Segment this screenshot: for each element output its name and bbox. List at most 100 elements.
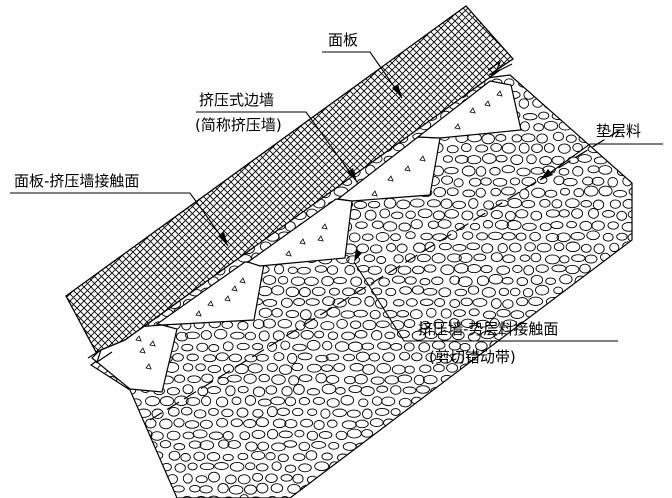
pebble: [347, 296, 362, 306]
pebble: [102, 222, 115, 232]
pebble: [271, 374, 286, 385]
pebble: [446, 187, 459, 197]
pebble: [614, 77, 628, 86]
pebble: [573, 452, 584, 462]
pebble: [216, 75, 227, 77]
pebble: [314, 330, 325, 339]
pebble: [539, 67, 550, 74]
pebble: [281, 385, 293, 397]
pebble: [199, 419, 213, 429]
pebble: [207, 386, 221, 395]
pebble: [559, 452, 575, 463]
pebble: [375, 407, 390, 416]
pebble: [266, 495, 278, 498]
pebble: [600, 408, 613, 416]
aggregate-mark: [299, 238, 306, 245]
pebble: [566, 287, 582, 297]
pebble: [306, 98, 317, 109]
pebble: [508, 376, 520, 386]
pebble: [549, 86, 564, 98]
pebble: [495, 134, 507, 142]
pebble: [460, 297, 473, 307]
pebble: [598, 185, 613, 197]
pebble: [516, 277, 529, 286]
pebble: [565, 241, 581, 253]
pebble: [77, 131, 87, 140]
pebble: [181, 101, 196, 111]
pebble: [117, 242, 130, 253]
pebble: [619, 88, 632, 99]
pebble: [552, 131, 564, 142]
pebble: [559, 427, 570, 439]
pebble: [103, 110, 117, 121]
pebble: [615, 473, 626, 484]
pebble: [357, 66, 368, 74]
pebble: [320, 364, 334, 372]
pebble: [628, 255, 632, 264]
pebble: [326, 306, 341, 318]
pebble: [609, 242, 620, 253]
pebble: [91, 99, 98, 109]
pebble: [335, 430, 348, 441]
pebble: [110, 409, 123, 418]
pebble: [286, 330, 300, 339]
pebble: [556, 406, 570, 416]
pebble: [425, 352, 437, 362]
pebble: [628, 186, 632, 197]
aggregate-mark: [317, 235, 324, 242]
pebble: [167, 406, 180, 417]
pebble: [325, 374, 340, 384]
pebble: [358, 398, 369, 408]
pebble: [601, 451, 615, 462]
pebble: [131, 482, 144, 494]
pebble: [91, 134, 103, 142]
pebble: [77, 353, 87, 362]
pebble: [157, 110, 171, 120]
pebble: [403, 319, 416, 328]
pebble: [367, 200, 381, 209]
pebble: [510, 310, 525, 319]
pebble: [174, 178, 188, 187]
pebble: [223, 364, 234, 374]
pebble: [195, 475, 208, 484]
pebble: [77, 68, 87, 75]
pebble: [398, 440, 413, 449]
pebble: [227, 155, 242, 167]
pebble: [117, 439, 133, 449]
pebble: [623, 331, 632, 343]
pebble: [551, 485, 566, 497]
pebble: [441, 175, 454, 185]
pebble: [452, 200, 466, 210]
pebble: [483, 418, 497, 430]
pebble: [559, 274, 573, 285]
pebble: [614, 409, 628, 418]
aggregate-mark: [321, 223, 328, 230]
pebble: [502, 299, 514, 309]
pebble: [326, 89, 339, 98]
pebble: [543, 120, 559, 131]
pebble: [481, 397, 496, 405]
pebble: [364, 475, 375, 483]
pebble: [362, 364, 376, 375]
pebble: [376, 320, 390, 328]
pebble: [124, 119, 136, 131]
pebble: [116, 88, 132, 100]
pebble: [530, 274, 544, 285]
pebble: [106, 483, 118, 494]
pebble: [420, 453, 433, 462]
pebble: [184, 420, 200, 429]
pebble: [495, 395, 509, 406]
pebble: [403, 342, 415, 352]
pebble: [157, 75, 172, 76]
pebble: [113, 121, 124, 132]
pebble: [509, 484, 521, 492]
pebble: [557, 386, 571, 396]
pebble: [92, 221, 104, 232]
pebble: [451, 330, 465, 341]
pebble: [201, 175, 215, 186]
pebble: [600, 101, 612, 111]
pebble: [76, 110, 88, 119]
pebble: [328, 287, 340, 296]
pebble: [75, 202, 89, 209]
pebble: [181, 343, 194, 352]
